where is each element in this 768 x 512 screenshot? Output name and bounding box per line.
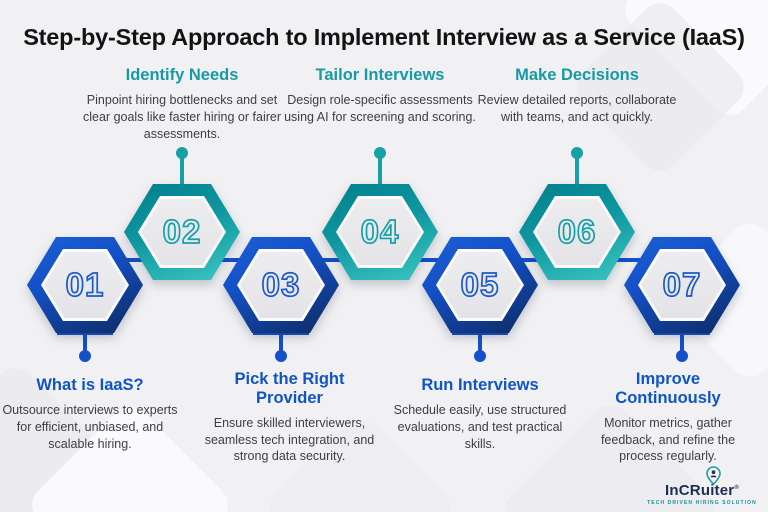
hexagon-step-06: 06: [519, 184, 635, 280]
step-text-pick-provider: Pick the Right Provider Ensure skilled i…: [197, 370, 382, 465]
connector-stem: [680, 331, 684, 354]
step-text-identify-needs: Identify Needs Pinpoint hiring bottlenec…: [82, 66, 282, 142]
hexagon-step-03: 03: [223, 237, 339, 333]
hexagon-step-01: 01: [27, 237, 143, 333]
connector-dot: [176, 147, 188, 159]
connector-stem: [575, 157, 579, 186]
hexagon-fill: [536, 199, 618, 265]
step-heading: What is IaaS?: [36, 376, 144, 394]
logo-tagline: TECH DRIVEN HIRING SOLUTION: [647, 500, 757, 506]
step-number: 05: [460, 265, 500, 304]
page-title: Step-by-Step Approach to Implement Inter…: [23, 24, 745, 50]
step-number: 04: [360, 212, 400, 251]
step-number: 02: [162, 212, 202, 251]
step-heading: Identify Needs: [125, 66, 239, 84]
step-text-tailor-interviews: Tailor Interviews Design role-specific a…: [280, 66, 480, 126]
connector-dot: [79, 350, 91, 362]
connector-dot: [571, 147, 583, 159]
step-number: 03: [261, 265, 301, 304]
step-body: Design role-specific assessments using A…: [284, 93, 476, 125]
step-number: 01: [65, 265, 105, 304]
connector-dot: [474, 350, 486, 362]
registered-mark: ®: [734, 485, 739, 491]
step-body: Monitor metrics, gather feedback, and re…: [600, 415, 736, 464]
step-body: Ensure skilled interviewers, seamless te…: [204, 415, 375, 464]
hexagon-step-04: 04: [322, 184, 438, 280]
step-body: Pinpoint hiring bottlenecks and set clea…: [83, 93, 281, 141]
connector-dot: [676, 350, 688, 362]
connector-stem: [478, 331, 482, 354]
step-body: Review detailed reports, collaborate wit…: [477, 93, 677, 125]
step-number: 07: [662, 265, 702, 304]
step-body: Schedule easily, use structured evaluati…: [393, 403, 567, 451]
connector-dot: [374, 147, 386, 159]
step-text-make-decisions: Make Decisions Review detailed reports, …: [477, 66, 677, 126]
step-heading: Make Decisions: [515, 66, 639, 84]
logo-brand-text: InCRuiter®: [665, 482, 739, 499]
hexagon-fill: [641, 252, 723, 318]
incruiter-logo: InCRuiter® TECH DRIVEN HIRING SOLUTION: [646, 466, 758, 506]
location-pin-icon: [706, 466, 721, 490]
hexagon-step-05: 05: [422, 237, 538, 333]
step-text-improve-continuously: Improve Continuously Monitor metrics, ga…: [583, 370, 753, 465]
step-number: 06: [557, 212, 597, 251]
connector-stem: [378, 157, 382, 186]
step-heading: Tailor Interviews: [315, 66, 445, 84]
step-body: Outsource interviews to experts for effi…: [2, 403, 178, 451]
step-heading: Improve Continuously: [615, 370, 721, 408]
step-heading: Pick the Right Provider: [234, 370, 345, 408]
connector-stem: [83, 331, 87, 354]
connector-stem: [180, 157, 184, 186]
connector-stem: [279, 331, 283, 354]
connector-dot: [275, 350, 287, 362]
step-text-run-interviews: Run Interviews Schedule easily, use stru…: [385, 376, 575, 452]
hexagon-step-02: 02: [124, 184, 240, 280]
step-heading: Run Interviews: [421, 376, 539, 394]
step-text-what-is-iaas: What is IaaS? Outsource interviews to ex…: [0, 376, 180, 452]
hexagon-step-07: 07: [624, 237, 740, 333]
hexagon-fill: [141, 199, 223, 265]
